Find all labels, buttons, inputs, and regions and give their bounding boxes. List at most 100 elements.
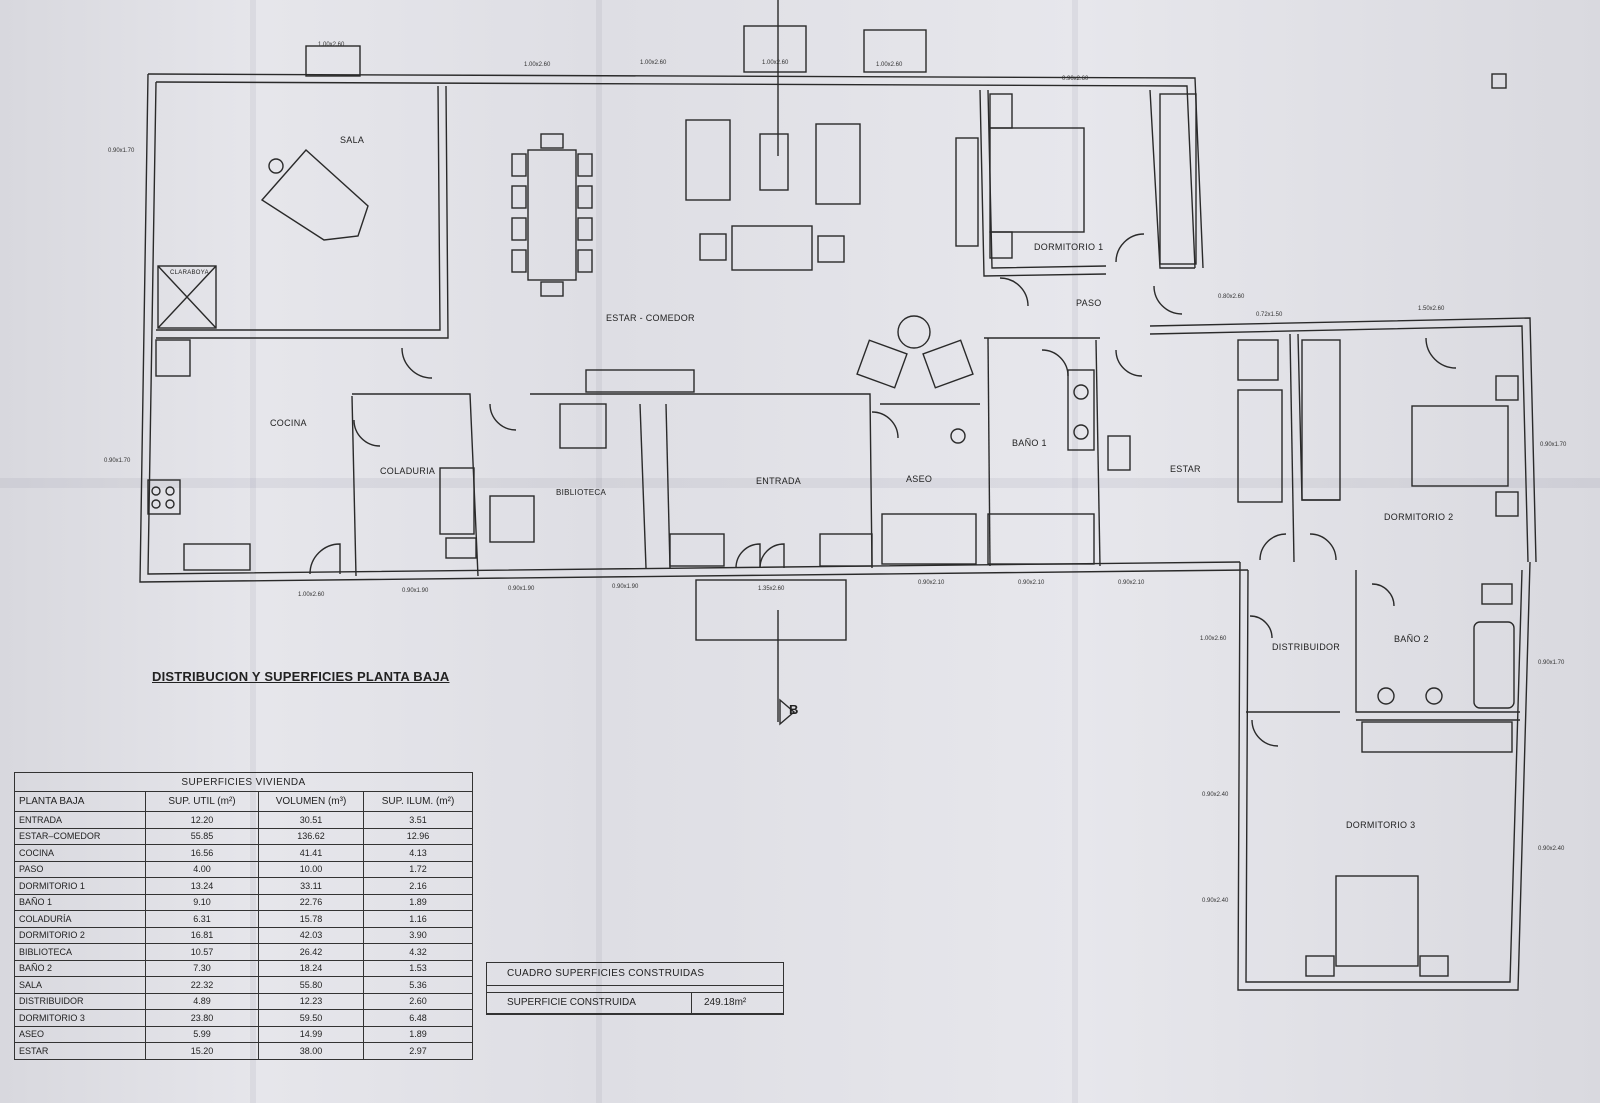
dining-table: [527, 149, 577, 281]
wardrobe: [1159, 93, 1197, 265]
sofa: [685, 119, 731, 201]
room-name-cell: PASO: [14, 860, 146, 878]
armchair: [1237, 339, 1279, 381]
dimension-label: 1.00x2.60: [298, 592, 325, 598]
value-cell: 1.72: [363, 860, 473, 878]
door-swing: [1259, 533, 1287, 561]
value-cell: 1.16: [363, 910, 473, 928]
dimension-label: 0.90x2.40: [1202, 898, 1229, 904]
fireplace: [585, 369, 695, 393]
kitchen-sink: [183, 543, 251, 571]
dimension-label: 1.35x2.60: [758, 586, 785, 592]
room-label-dormitorio-2: DORMITORIO 2: [1384, 512, 1454, 522]
table-header-cell: PLANTA BAJA: [14, 791, 146, 812]
paper-fold: [0, 478, 1600, 488]
interior-wall: [530, 393, 873, 569]
paper-fold: [250, 0, 256, 1103]
paper-fold: [596, 0, 602, 1103]
sink: [445, 537, 477, 559]
outer-wall: [147, 81, 1241, 575]
value-cell: 12.23: [258, 992, 364, 1010]
room-name-cell: COCINA: [14, 844, 146, 862]
bookshelf: [1301, 339, 1341, 501]
value-cell: 55.85: [145, 827, 259, 845]
console: [819, 533, 873, 567]
window: [743, 25, 807, 73]
cuadro-label: SUPERFICIE CONSTRUIDA: [487, 993, 692, 1013]
value-cell: 3.90: [363, 926, 473, 944]
bathtub: [1107, 435, 1131, 471]
room-name-cell: DORMITORIO 1: [14, 877, 146, 895]
sink: [950, 428, 966, 444]
cuadro-caption: CUADRO SUPERFICIES CONSTRUIDAS: [487, 963, 783, 986]
toilet: [1481, 583, 1513, 605]
dimension-label: 0.90x1.90: [402, 588, 429, 594]
door-swing: [735, 543, 761, 569]
outer-wall: [1149, 325, 1529, 563]
door-swing: [489, 403, 517, 431]
door-swing: [871, 411, 899, 439]
outer-wall: [1237, 561, 1531, 991]
value-cell: 13.24: [145, 877, 259, 895]
dimension-label: 0.90x2.40: [1538, 846, 1565, 852]
room-label-estar: ESTAR: [1170, 464, 1201, 474]
door-swing: [1425, 337, 1457, 369]
door-swing: [1041, 349, 1069, 377]
door-swing: [1371, 583, 1395, 607]
dimension-label: 0.90x2.60: [1062, 76, 1089, 82]
interior-wall: [1289, 333, 1295, 563]
value-cell: 4.13: [363, 844, 473, 862]
outer-wall: [1245, 569, 1523, 983]
bed: [989, 127, 1085, 233]
bed: [1411, 405, 1509, 487]
door-swing: [309, 543, 341, 575]
value-cell: 7.30: [145, 959, 259, 977]
value-cell: 136.62: [258, 827, 364, 845]
dimension-label: 1.00x2.60: [762, 60, 789, 66]
door-swing: [1309, 533, 1337, 561]
round-table: [897, 315, 931, 349]
section-marker: B: [789, 702, 799, 717]
dimension-label: 1.00x2.60: [1200, 636, 1227, 642]
shower: [881, 513, 977, 565]
dimension-label: 1.00x2.60: [876, 62, 903, 68]
cuadro-superficies: CUADRO SUPERFICIES CONSTRUIDAS SUPERFICI…: [486, 962, 784, 1015]
door-swing: [759, 543, 785, 569]
sideboard: [955, 137, 979, 247]
interior-wall: [1095, 339, 1101, 567]
bathtub: [1473, 621, 1515, 709]
value-cell: 33.11: [258, 877, 364, 895]
room-name-cell: BIBLIOTECA: [14, 943, 146, 961]
value-cell: 38.00: [258, 1042, 364, 1060]
value-cell: 4.00: [145, 860, 259, 878]
armchair: [856, 339, 908, 389]
fridge: [155, 339, 191, 377]
table-header-cell: SUP. ILUM. (m²): [363, 791, 473, 812]
door-swing: [1153, 285, 1183, 315]
value-cell: 22.76: [258, 893, 364, 911]
value-cell: 30.51: [258, 811, 364, 829]
value-cell: 16.81: [145, 926, 259, 944]
outer-wall: [139, 73, 1249, 583]
interior-wall: [1149, 89, 1195, 269]
value-cell: 4.89: [145, 992, 259, 1010]
dimension-label: 0.80x2.60: [1218, 294, 1245, 300]
sofa: [815, 123, 861, 205]
dimension-label: 0.72x1.50: [1256, 312, 1283, 318]
interior-wall: [639, 403, 647, 569]
sink: [1377, 687, 1395, 705]
room-name-cell: DISTRIBUIDOR: [14, 992, 146, 1010]
dimension-label: 0.90x1.70: [108, 148, 135, 154]
room-name-cell: COLADURÍA: [14, 910, 146, 928]
bed: [1335, 875, 1419, 967]
door-swing: [1115, 349, 1143, 377]
